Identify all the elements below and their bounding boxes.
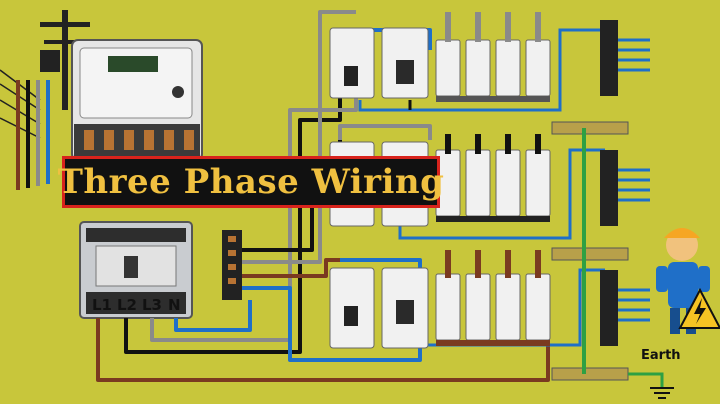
terminal-label-l2: L2: [117, 296, 137, 314]
breaker-row-1: [329, 12, 551, 102]
earth-label: Earth: [641, 348, 681, 363]
earth-busbars: [551, 121, 664, 388]
breaker-row-3: [329, 250, 551, 349]
terminal-label-l3: L3: [142, 296, 162, 314]
ground-symbol-icon: [650, 387, 674, 399]
high-voltage-warning-icon: [678, 287, 720, 329]
diagram-title: Three Phase Wiring: [57, 162, 445, 202]
energy-meter-icon: [71, 39, 203, 161]
title-banner: Three Phase Wiring: [58, 156, 444, 208]
terminal-label-n: N: [168, 296, 181, 314]
terminal-label-l1: L1: [92, 296, 112, 314]
supply-wires: [16, 80, 50, 190]
main-breaker-icon: [79, 221, 193, 319]
neutral-link-bar: [222, 230, 242, 300]
neutral-busbars: [600, 20, 650, 346]
